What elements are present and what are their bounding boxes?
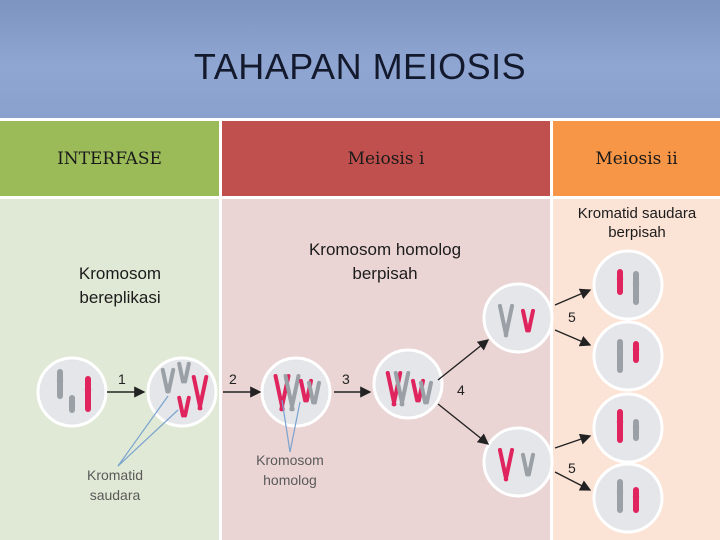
chromosome-pair (497, 447, 515, 482)
cell-daughter-lower (482, 426, 554, 498)
cell-gamete-3 (592, 392, 664, 464)
column-header-meiosis-1: Meiosis i (222, 121, 550, 196)
chromosome-pair (385, 370, 403, 407)
pointer-kromatid-2 (117, 409, 179, 467)
step-number-2: 2 (229, 371, 237, 387)
chromosome (68, 395, 76, 413)
chromosome-pair (160, 367, 176, 394)
label-kromosom-homolog: Kromosom homolog (256, 452, 324, 488)
chromosome (632, 487, 640, 513)
chromosome-pair (418, 380, 434, 405)
step-number-1: 1 (118, 371, 126, 387)
cell-daughter-upper (482, 282, 554, 354)
pointer-kromatid-1 (117, 395, 169, 467)
chromosome-pair (520, 308, 536, 333)
chromosome (84, 376, 92, 412)
pointer-homolog-1 (281, 399, 291, 453)
arrow-step-5b (554, 329, 592, 347)
column-header-meiosis-2: Meiosis ii (553, 121, 720, 196)
label-kromosom-bereplikasi: Kromosom bereplikasi (78, 264, 162, 307)
cell-gamete-4 (592, 462, 664, 534)
page-title: TAHAPAN MEIOSIS (193, 46, 527, 87)
step-number-4: 4 (457, 382, 465, 398)
label-homolog-berpisah: Kromosom homolog berpisah (308, 240, 462, 283)
arrow-step-4-up (437, 339, 490, 381)
step-number-5a: 5 (568, 309, 576, 325)
chromosome (632, 271, 640, 305)
chromosome (632, 419, 640, 441)
chromosome-pair (497, 303, 515, 338)
chromosome (616, 409, 624, 443)
chromosome-pair (393, 370, 411, 407)
label-kromatid-berpisah: Kromatid saudara berpisah (577, 205, 697, 241)
step-number-3: 3 (342, 371, 350, 387)
chromosome-pair (306, 380, 322, 405)
chromosome-pair (520, 452, 536, 477)
cell-interphase (36, 356, 108, 428)
arrow-step-5a (554, 288, 592, 306)
title-banner (0, 0, 720, 118)
step-number-5b: 5 (568, 460, 576, 476)
chromosome (56, 369, 64, 399)
chromosome (616, 339, 624, 373)
cell-gamete-2 (592, 320, 664, 392)
chromosome-pair (177, 361, 191, 384)
cell-gamete-1 (592, 249, 664, 321)
column-header-interfase: INTERFASE (0, 121, 219, 196)
chromosome-pair (177, 395, 191, 418)
label-kromatid-saudara: Kromatid saudara (86, 467, 144, 503)
chromosome-pair (191, 374, 209, 411)
pointer-homolog-2 (289, 401, 301, 453)
arrow-step-4-down (437, 403, 490, 445)
chromosome (616, 269, 624, 295)
arrow-step-5d (554, 471, 592, 491)
arrow-step-5c (554, 433, 592, 449)
chromosome-pair (283, 373, 301, 412)
chromosome (616, 479, 624, 513)
chromosome (632, 341, 640, 363)
